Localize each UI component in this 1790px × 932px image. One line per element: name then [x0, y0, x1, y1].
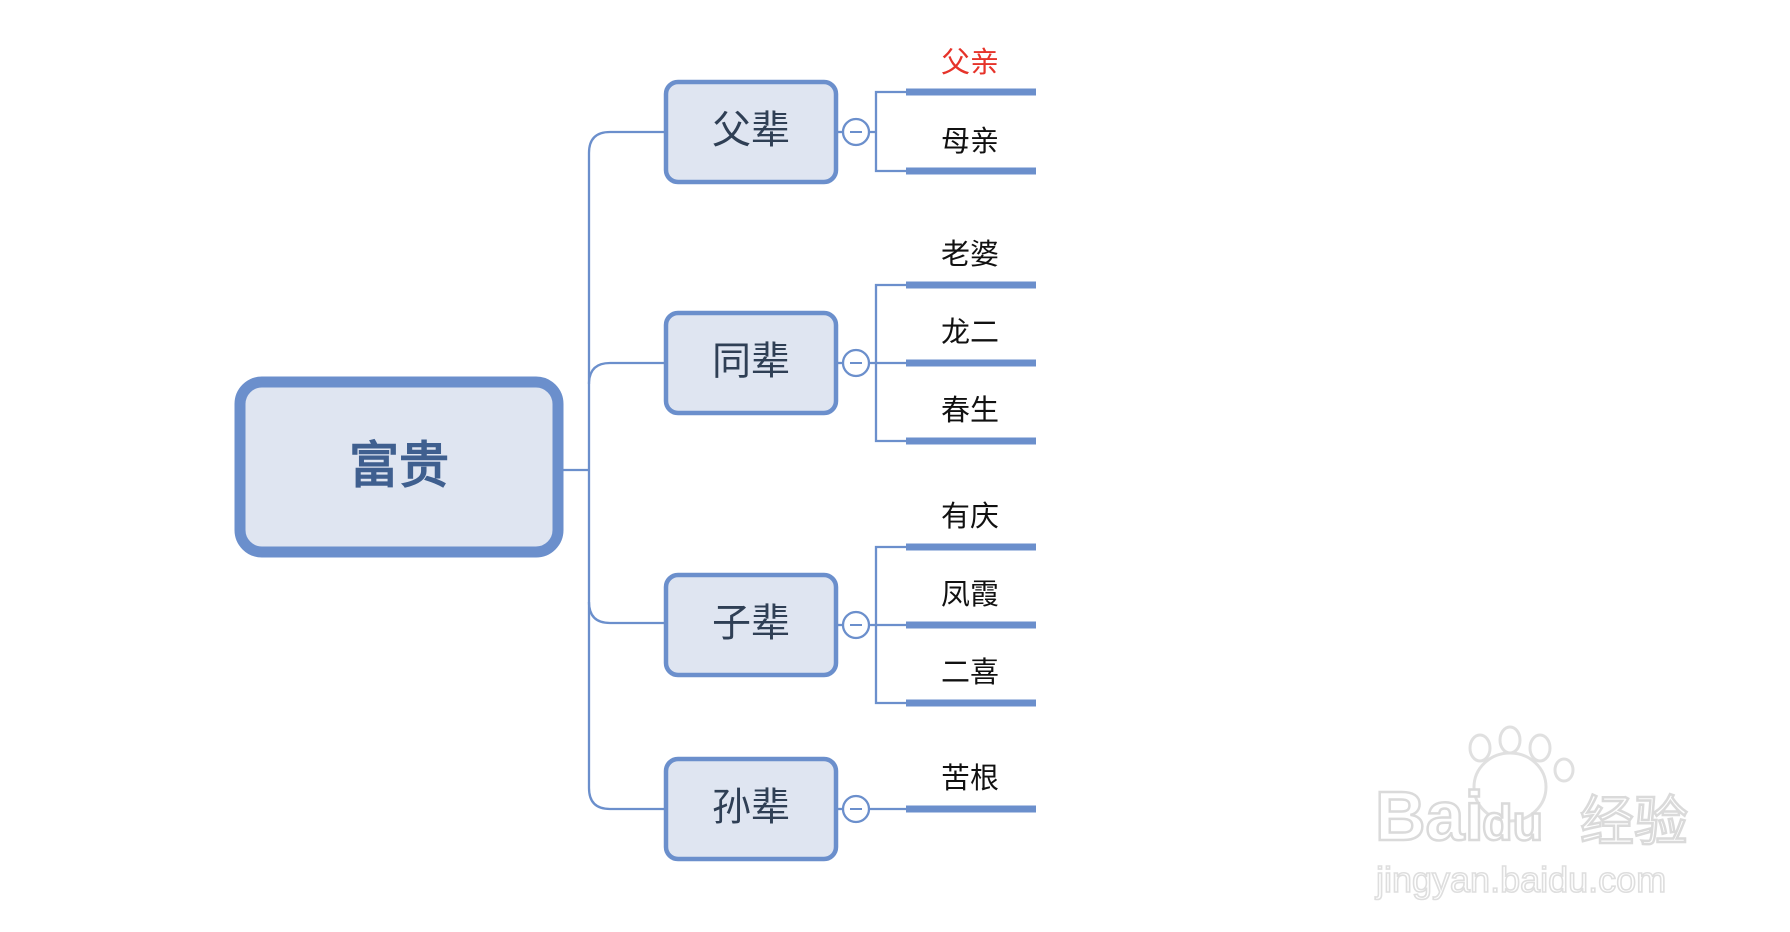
leaf-node-4-1[interactable]: 苦根	[906, 761, 1036, 813]
connector-branch-3	[587, 601, 666, 625]
leaf-node-label: 有庆	[941, 499, 999, 533]
watermark-brand-b: du	[1482, 795, 1543, 851]
leaf-node-label: 凤霞	[941, 577, 999, 611]
branch-node-label: 同辈	[712, 340, 790, 385]
collapse-toggle-branch-2[interactable]	[841, 348, 871, 378]
watermark-product: 经验	[1580, 792, 1688, 852]
leaf-node-label: 二喜	[941, 655, 999, 689]
leaf-node-label: 春生	[941, 393, 999, 427]
leaf-node-3-1[interactable]: 有庆	[906, 499, 1036, 551]
leaf-node-3-2[interactable]: 凤霞	[906, 577, 1036, 629]
watermark-brand-a: Bai	[1375, 777, 1484, 855]
leaf-node-label: 母亲	[941, 124, 999, 158]
branch-3-children-connector	[869, 545, 906, 705]
leaf-node-3-3[interactable]: 二喜	[906, 655, 1036, 707]
branch-node-label: 孙辈	[712, 786, 790, 831]
branch-node-2[interactable]: 同辈	[663, 310, 839, 416]
central-node[interactable]: 富贵	[234, 376, 564, 558]
leaf-node-2-3[interactable]: 春生	[906, 393, 1036, 445]
leaf-node-label: 苦根	[941, 761, 999, 795]
leaf-node-2-1[interactable]: 老婆	[906, 237, 1036, 289]
collapse-toggle-branch-4[interactable]	[841, 794, 871, 824]
watermark-url: jingyan.baidu.com	[1375, 859, 1666, 900]
paw-logo-icon	[1468, 725, 1575, 823]
branch-node-label: 父辈	[712, 109, 790, 154]
branch-1-children-connector	[869, 90, 906, 173]
branch-node-1[interactable]: 父辈	[663, 79, 839, 185]
connector-branch-2	[587, 361, 666, 385]
central-node-box	[234, 376, 564, 558]
branch-node-4[interactable]: 孙辈	[663, 756, 839, 862]
branch-node-label: 子辈	[712, 602, 790, 647]
branch-node-3[interactable]: 子辈	[663, 572, 839, 678]
central-node-label: 富贵	[349, 437, 449, 495]
leaf-node-label: 老婆	[941, 237, 999, 271]
leaf-node-1-2[interactable]: 母亲	[906, 124, 1036, 175]
collapse-toggle-branch-3[interactable]	[841, 610, 871, 640]
root-trunk	[587, 130, 666, 811]
leaf-node-2-2[interactable]: 龙二	[906, 315, 1036, 367]
leaf-node-label: 龙二	[941, 315, 999, 349]
baidu-jingyan-watermark: Bai du 经验 jingyan.baidu.com	[1374, 725, 1689, 901]
collapse-toggle-branch-1[interactable]	[841, 117, 871, 147]
branch-2-children-connector	[869, 283, 906, 443]
leaf-node-1-1[interactable]: 父亲	[906, 45, 1036, 96]
root-connectors	[563, 130, 666, 811]
leaf-node-label: 父亲	[941, 45, 999, 79]
